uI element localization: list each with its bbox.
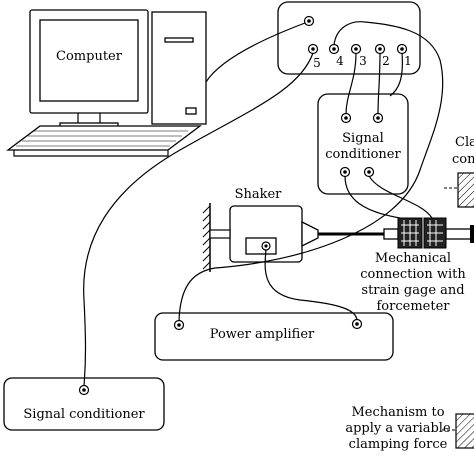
clamp-label-2: conc: [452, 152, 474, 167]
signal-conditioner-bottom-label: Signal conditioner: [23, 407, 145, 422]
clamp-block: [457, 172, 474, 208]
rod-to-clamp: [445, 228, 474, 240]
shaker-label: Shaker: [235, 187, 283, 202]
mechanism-block: [455, 413, 474, 449]
mechanism-label-3: clamping force: [349, 437, 448, 452]
computer-tower: [151, 11, 207, 125]
daq-unit: 5 4 3 2 1: [277, 1, 421, 75]
cable-port2-conditioner: [377, 52, 381, 115]
daq-port-top: [303, 15, 315, 27]
shaker-terminal: [245, 237, 277, 255]
daq-box: [277, 1, 421, 75]
power-amplifier-box: [154, 312, 394, 361]
cable-port3-conditioner: [345, 52, 357, 115]
port-label-4: 4: [336, 54, 344, 68]
cable-port4-amplifier: [178, 21, 444, 322]
mechanical-label-1: Mechanical: [375, 251, 451, 266]
mechanical-connection: [383, 217, 474, 249]
cable-conditioner-forcemeter: [368, 175, 433, 219]
computer-screen: [39, 19, 139, 102]
keyboard-keys: [16, 130, 188, 147]
signal-conditioner-top-label-2: conditioner: [325, 147, 401, 162]
disk-drive: [164, 37, 194, 43]
strain-gage-lines: [401, 220, 419, 246]
signal-conditioner-top-label-1: Signal: [342, 131, 384, 146]
shaker-mount: [209, 229, 231, 239]
cable-port5-conditioner: [83, 52, 314, 387]
tower-button: [185, 107, 197, 115]
mechanical-label-2: connection with: [360, 267, 466, 282]
computer: Computer: [6, 9, 207, 157]
signal-conditioner-top: Signal conditioner: [317, 93, 409, 195]
shaker: [202, 203, 384, 272]
clamp-label-1: Cla: [455, 135, 474, 150]
rod-coupling: [383, 228, 399, 240]
cable-computer-daq: [205, 22, 306, 83]
port-label-2: 2: [382, 54, 390, 68]
mechanical-label-4: forcemeter: [377, 299, 451, 314]
port-label-5: 5: [313, 56, 321, 70]
mechanism-label-2: apply a variable: [345, 421, 451, 436]
signal-conditioner-top-box: [317, 93, 409, 195]
mechanism-label-1: Mechanism to: [351, 405, 444, 420]
power-amplifier: Power amplifier: [154, 312, 394, 361]
cables: [83, 21, 444, 387]
cable-port1: [389, 52, 403, 97]
port-label-3: 3: [359, 54, 367, 68]
daq-ports: [307, 43, 408, 55]
signal-conditioner-bottom: Signal conditioner: [3, 377, 165, 431]
monitor-stand: [77, 113, 101, 123]
keyboard-front: [13, 150, 169, 157]
shaker-cone: [301, 220, 319, 248]
shaker-wall-hatch: [202, 205, 211, 270]
port-label-1: 1: [404, 54, 412, 68]
cable-conditioner-straingage: [344, 175, 401, 219]
computer-label: Computer: [56, 49, 123, 64]
mechanical-label-3: strain gage and: [361, 283, 464, 298]
power-amplifier-label: Power amplifier: [210, 327, 315, 342]
rod-end: [470, 225, 474, 243]
cable-shaker-amplifier: [264, 249, 358, 321]
forcemeter-lines: [427, 220, 443, 246]
keyboard: [6, 125, 202, 151]
